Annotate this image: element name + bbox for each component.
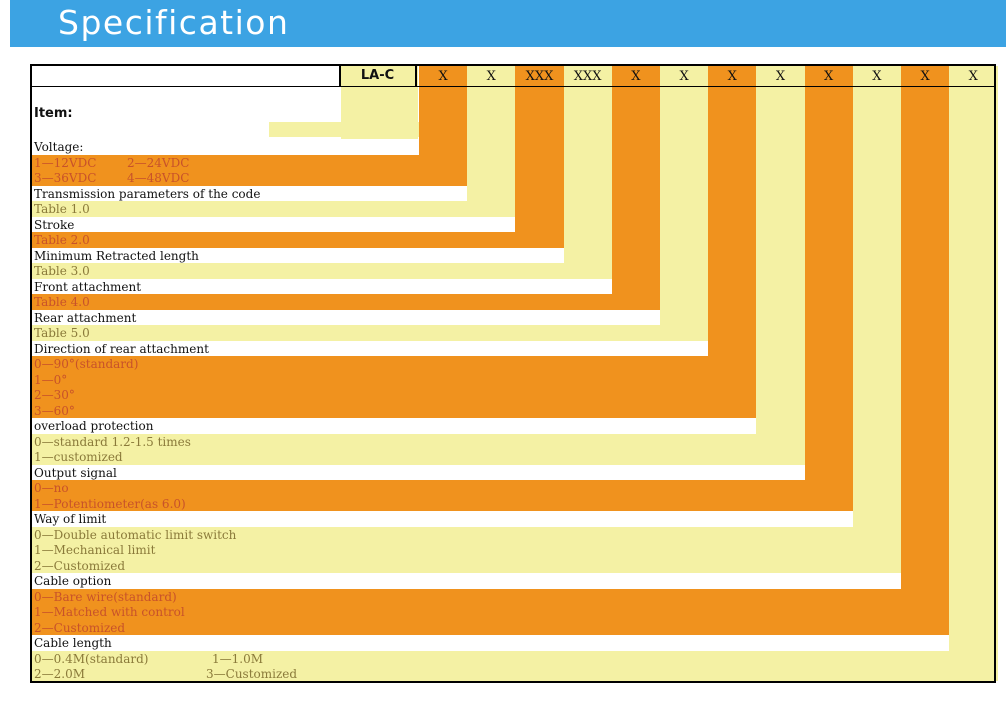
- option-6-1-1: Table 5.0: [34, 326, 90, 340]
- option-12-1-2: 1—1.0M: [212, 651, 264, 666]
- option-4-1-1: Table 3.0: [34, 264, 90, 278]
- group-title-11: Cable option: [34, 574, 112, 588]
- group-options-5: [32, 294, 613, 310]
- option-2-1-1: Table 1.0: [34, 202, 90, 216]
- code-cell-12: X: [968, 69, 978, 84]
- code-column-12: [949, 66, 998, 681]
- group-options-9: [32, 480, 806, 511]
- option-3-1-1: Table 2.0: [34, 233, 90, 247]
- group-title-7: Direction of rear attachment: [34, 341, 209, 356]
- option-1-2-2: 4—48VDC: [127, 171, 190, 185]
- group-options-10: [32, 526, 854, 573]
- group-title-row-5: [32, 278, 612, 294]
- table-border-bottom: [30, 681, 996, 683]
- model-cell-divider: [339, 64, 341, 87]
- option-9-2-1: 1—Potentiometer(as 6.0): [34, 496, 186, 511]
- table-border-right: [994, 64, 996, 683]
- option-11-3-1: 2—Customized: [34, 620, 126, 635]
- header-bar: Specification: [10, 0, 1006, 47]
- group-title-2: Transmission parameters of the code: [34, 186, 261, 201]
- code-cell-3: XXX: [525, 69, 554, 84]
- option-7-2-1: 1—0°: [34, 372, 68, 387]
- option-1-1-1: 1—12VDC: [34, 155, 97, 170]
- group-title-8: overload protection: [34, 419, 154, 433]
- group-title-1: Voltage:: [34, 140, 84, 154]
- option-9-1-1: 0—no: [34, 481, 69, 495]
- group-title-6: Rear attachment: [34, 310, 137, 325]
- code-cell-2: X: [486, 69, 496, 84]
- code-cell-1: X: [438, 69, 448, 84]
- option-11-1-1: 0—Bare wire(standard): [34, 589, 177, 604]
- group-options-12: [32, 650, 951, 682]
- option-10-3-1: 2—Customized: [34, 558, 126, 573]
- option-10-2-1: 1—Mechanical limit: [34, 543, 156, 557]
- group-options-1: [32, 154, 420, 186]
- group-title-5: Front attachment: [34, 279, 142, 294]
- group-title-row-1: [32, 139, 419, 155]
- option-8-2-1: 1—customized: [34, 450, 123, 464]
- code-cell-5: X: [631, 69, 641, 84]
- option-12-1-1: 0—0.4M(standard): [34, 651, 149, 666]
- code-cell-6: X: [679, 69, 689, 84]
- code-cell-7: X: [727, 69, 737, 84]
- item-label: Item:: [34, 106, 73, 121]
- code-cell-11: X: [920, 69, 930, 84]
- group-title-row-4: [32, 247, 564, 263]
- group-title-row-10: [32, 511, 853, 527]
- code-cell-9: X: [824, 69, 834, 84]
- option-12-2-2: 3—Customized: [206, 667, 298, 681]
- option-12-2-1: 2—2.0M: [34, 667, 86, 681]
- option-1-2-1: 3—36VDC: [34, 171, 97, 185]
- option-7-4-1: 3—60°: [34, 403, 75, 418]
- option-7-1-1: 0—90°(standard): [34, 357, 139, 371]
- group-title-row-6: [32, 309, 660, 325]
- option-8-1-1: 0—standard 1.2-1.5 times: [34, 434, 191, 449]
- group-title-row-3: [32, 216, 516, 232]
- group-title-row-8: [32, 418, 757, 434]
- group-title-row-12: [32, 635, 950, 651]
- group-title-row-2: [32, 185, 468, 201]
- option-5-1-1: Table 4.0: [34, 295, 90, 309]
- group-options-8: [32, 433, 758, 465]
- group-title-row-11: [32, 573, 901, 589]
- group-options-11: [32, 588, 902, 635]
- group-title-9: Output signal: [34, 465, 117, 480]
- group-options-3: [32, 232, 517, 248]
- group-options-7: [32, 356, 710, 418]
- option-10-1-1: 0—Double automatic limit switch: [34, 527, 237, 542]
- group-title-row-9: [32, 464, 805, 480]
- option-11-2-1: 1—Matched with control: [34, 605, 185, 619]
- option-7-3-1: 2—30°: [34, 388, 75, 402]
- option-1-1-2: 2—24VDC: [127, 155, 190, 170]
- model-code-cell: LA-C: [340, 66, 417, 86]
- group-title-10: Way of limit: [34, 512, 107, 526]
- group-title-3: Stroke: [34, 217, 75, 232]
- code-cell-8: X: [775, 69, 786, 84]
- group-options-4: [32, 263, 565, 279]
- code-column-11: [901, 66, 950, 681]
- group-title-4: Minimum Retracted length: [34, 248, 199, 263]
- table-border-top: [30, 64, 996, 66]
- group-options-2: [32, 201, 469, 217]
- group-title-row-7: [32, 340, 709, 356]
- page-title: Specification: [58, 3, 290, 42]
- code-cell-4: XXX: [573, 69, 602, 84]
- code-cell-10: X: [872, 69, 882, 84]
- table-border-left: [30, 64, 32, 683]
- model-step: [269, 122, 419, 137]
- group-title-12: Cable length: [34, 636, 112, 650]
- table-header-divider: [30, 86, 996, 87]
- group-options-6: [32, 325, 661, 341]
